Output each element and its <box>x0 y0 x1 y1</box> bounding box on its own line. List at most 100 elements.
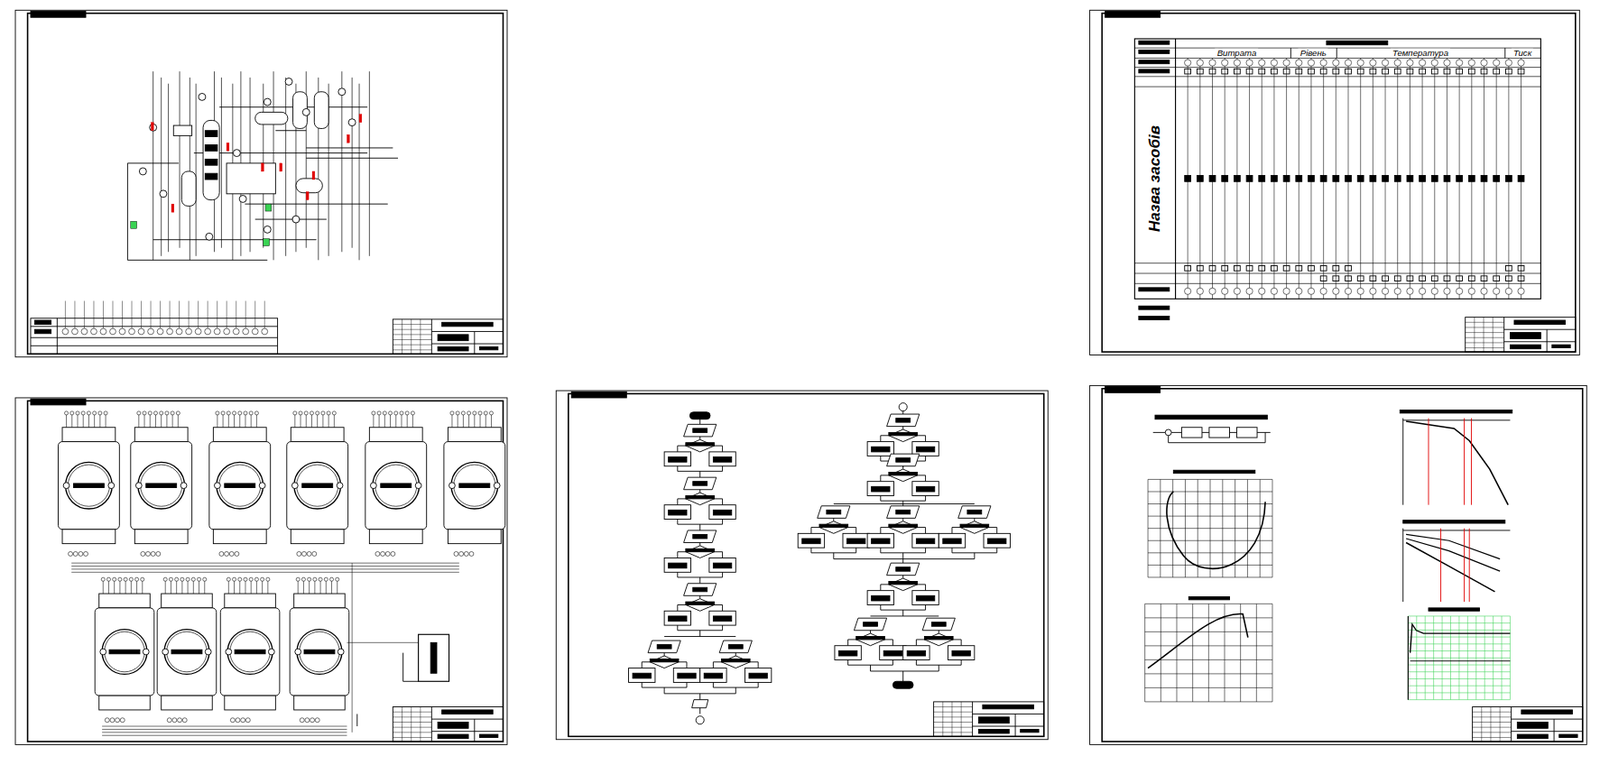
instrument-circle <box>310 718 315 723</box>
instrument-circle <box>249 411 253 416</box>
grid-line <box>1407 629 1510 631</box>
signal-mark <box>171 203 175 213</box>
block-bar <box>712 509 731 516</box>
channel-mark <box>1480 175 1488 182</box>
process-box <box>879 646 907 661</box>
line <box>869 665 871 672</box>
signal-mark <box>226 142 230 151</box>
line <box>1472 721 1512 723</box>
line <box>131 301 133 333</box>
block-bar <box>847 538 866 545</box>
line <box>1134 86 1541 88</box>
line <box>255 219 327 221</box>
instrument-circle <box>1295 287 1303 295</box>
heater <box>295 178 323 194</box>
module-face <box>299 631 341 673</box>
line <box>356 713 358 727</box>
channel-box <box>1196 266 1203 272</box>
line <box>924 435 926 443</box>
instrument-circle <box>380 551 386 556</box>
instrument-circle <box>295 577 300 582</box>
line <box>392 731 432 733</box>
line <box>951 547 953 554</box>
grid-line <box>1175 603 1177 703</box>
line <box>1407 616 1409 701</box>
instrument-circle <box>1431 59 1438 66</box>
line <box>140 301 142 333</box>
line <box>699 630 701 638</box>
module-body <box>58 442 121 530</box>
instrument-circle <box>204 648 212 656</box>
line <box>699 490 701 493</box>
instrument-circle <box>1344 287 1351 295</box>
instrument-circle <box>377 411 381 416</box>
signal-mark <box>346 134 350 143</box>
module-face <box>216 462 264 509</box>
instrument-circle <box>382 411 387 416</box>
line <box>952 527 961 528</box>
line <box>879 584 881 592</box>
terminal-oval <box>892 681 914 689</box>
block-bar <box>685 496 715 500</box>
line <box>71 572 460 574</box>
channel-box <box>1357 68 1364 74</box>
line <box>1015 713 1017 737</box>
decision-diamond <box>649 656 679 669</box>
instrument-circle <box>1246 287 1253 295</box>
line <box>1473 317 1475 352</box>
io-parallelogram <box>684 530 717 544</box>
title-bar <box>978 717 1009 724</box>
instrument-circle <box>369 482 377 490</box>
signal-mark <box>312 171 315 180</box>
line <box>1472 712 1512 713</box>
instrument-circle <box>1418 59 1425 66</box>
line <box>880 434 889 436</box>
instrument-circle <box>225 648 232 656</box>
module-face <box>372 462 420 509</box>
line <box>1134 262 1541 264</box>
line <box>392 721 432 723</box>
instrument-circle <box>478 411 482 416</box>
line <box>473 331 475 354</box>
block-bar <box>906 650 925 657</box>
module-face <box>451 462 499 509</box>
channel-box <box>1517 276 1525 282</box>
channel-box <box>1443 276 1451 282</box>
tray-mark <box>204 130 218 138</box>
line <box>641 662 643 669</box>
channel-mark <box>1419 175 1426 182</box>
chart-title <box>1399 410 1512 414</box>
line <box>915 638 925 640</box>
sheet-frame <box>568 393 1045 737</box>
chart-title <box>1428 608 1480 611</box>
channel-box <box>1184 266 1192 272</box>
block-bar <box>988 538 1007 545</box>
instrument-circle <box>348 119 356 127</box>
title-bar <box>1521 710 1573 715</box>
instrument-circle <box>175 411 180 416</box>
column-heading: Температура <box>1390 48 1451 59</box>
line <box>188 301 190 333</box>
process-box <box>834 646 861 661</box>
channel-box <box>1246 266 1253 272</box>
sum-circle <box>1165 429 1172 436</box>
channel-box <box>1233 68 1240 74</box>
line <box>758 682 759 688</box>
instrument-circle <box>1394 287 1401 295</box>
line <box>879 455 881 462</box>
channel-box <box>1345 266 1352 272</box>
instrument-circle <box>371 411 376 416</box>
line <box>973 553 975 560</box>
line <box>641 661 650 663</box>
io-parallelogram <box>887 563 920 576</box>
channel-box <box>1419 68 1426 74</box>
module-face <box>104 631 146 673</box>
process-box <box>947 646 974 661</box>
block-bar <box>677 673 696 679</box>
line <box>235 301 237 333</box>
grid-line <box>1407 643 1510 645</box>
line <box>879 547 881 554</box>
channel-box <box>1443 68 1451 74</box>
grid-line <box>1407 615 1510 617</box>
row-header-bar <box>1138 305 1170 310</box>
